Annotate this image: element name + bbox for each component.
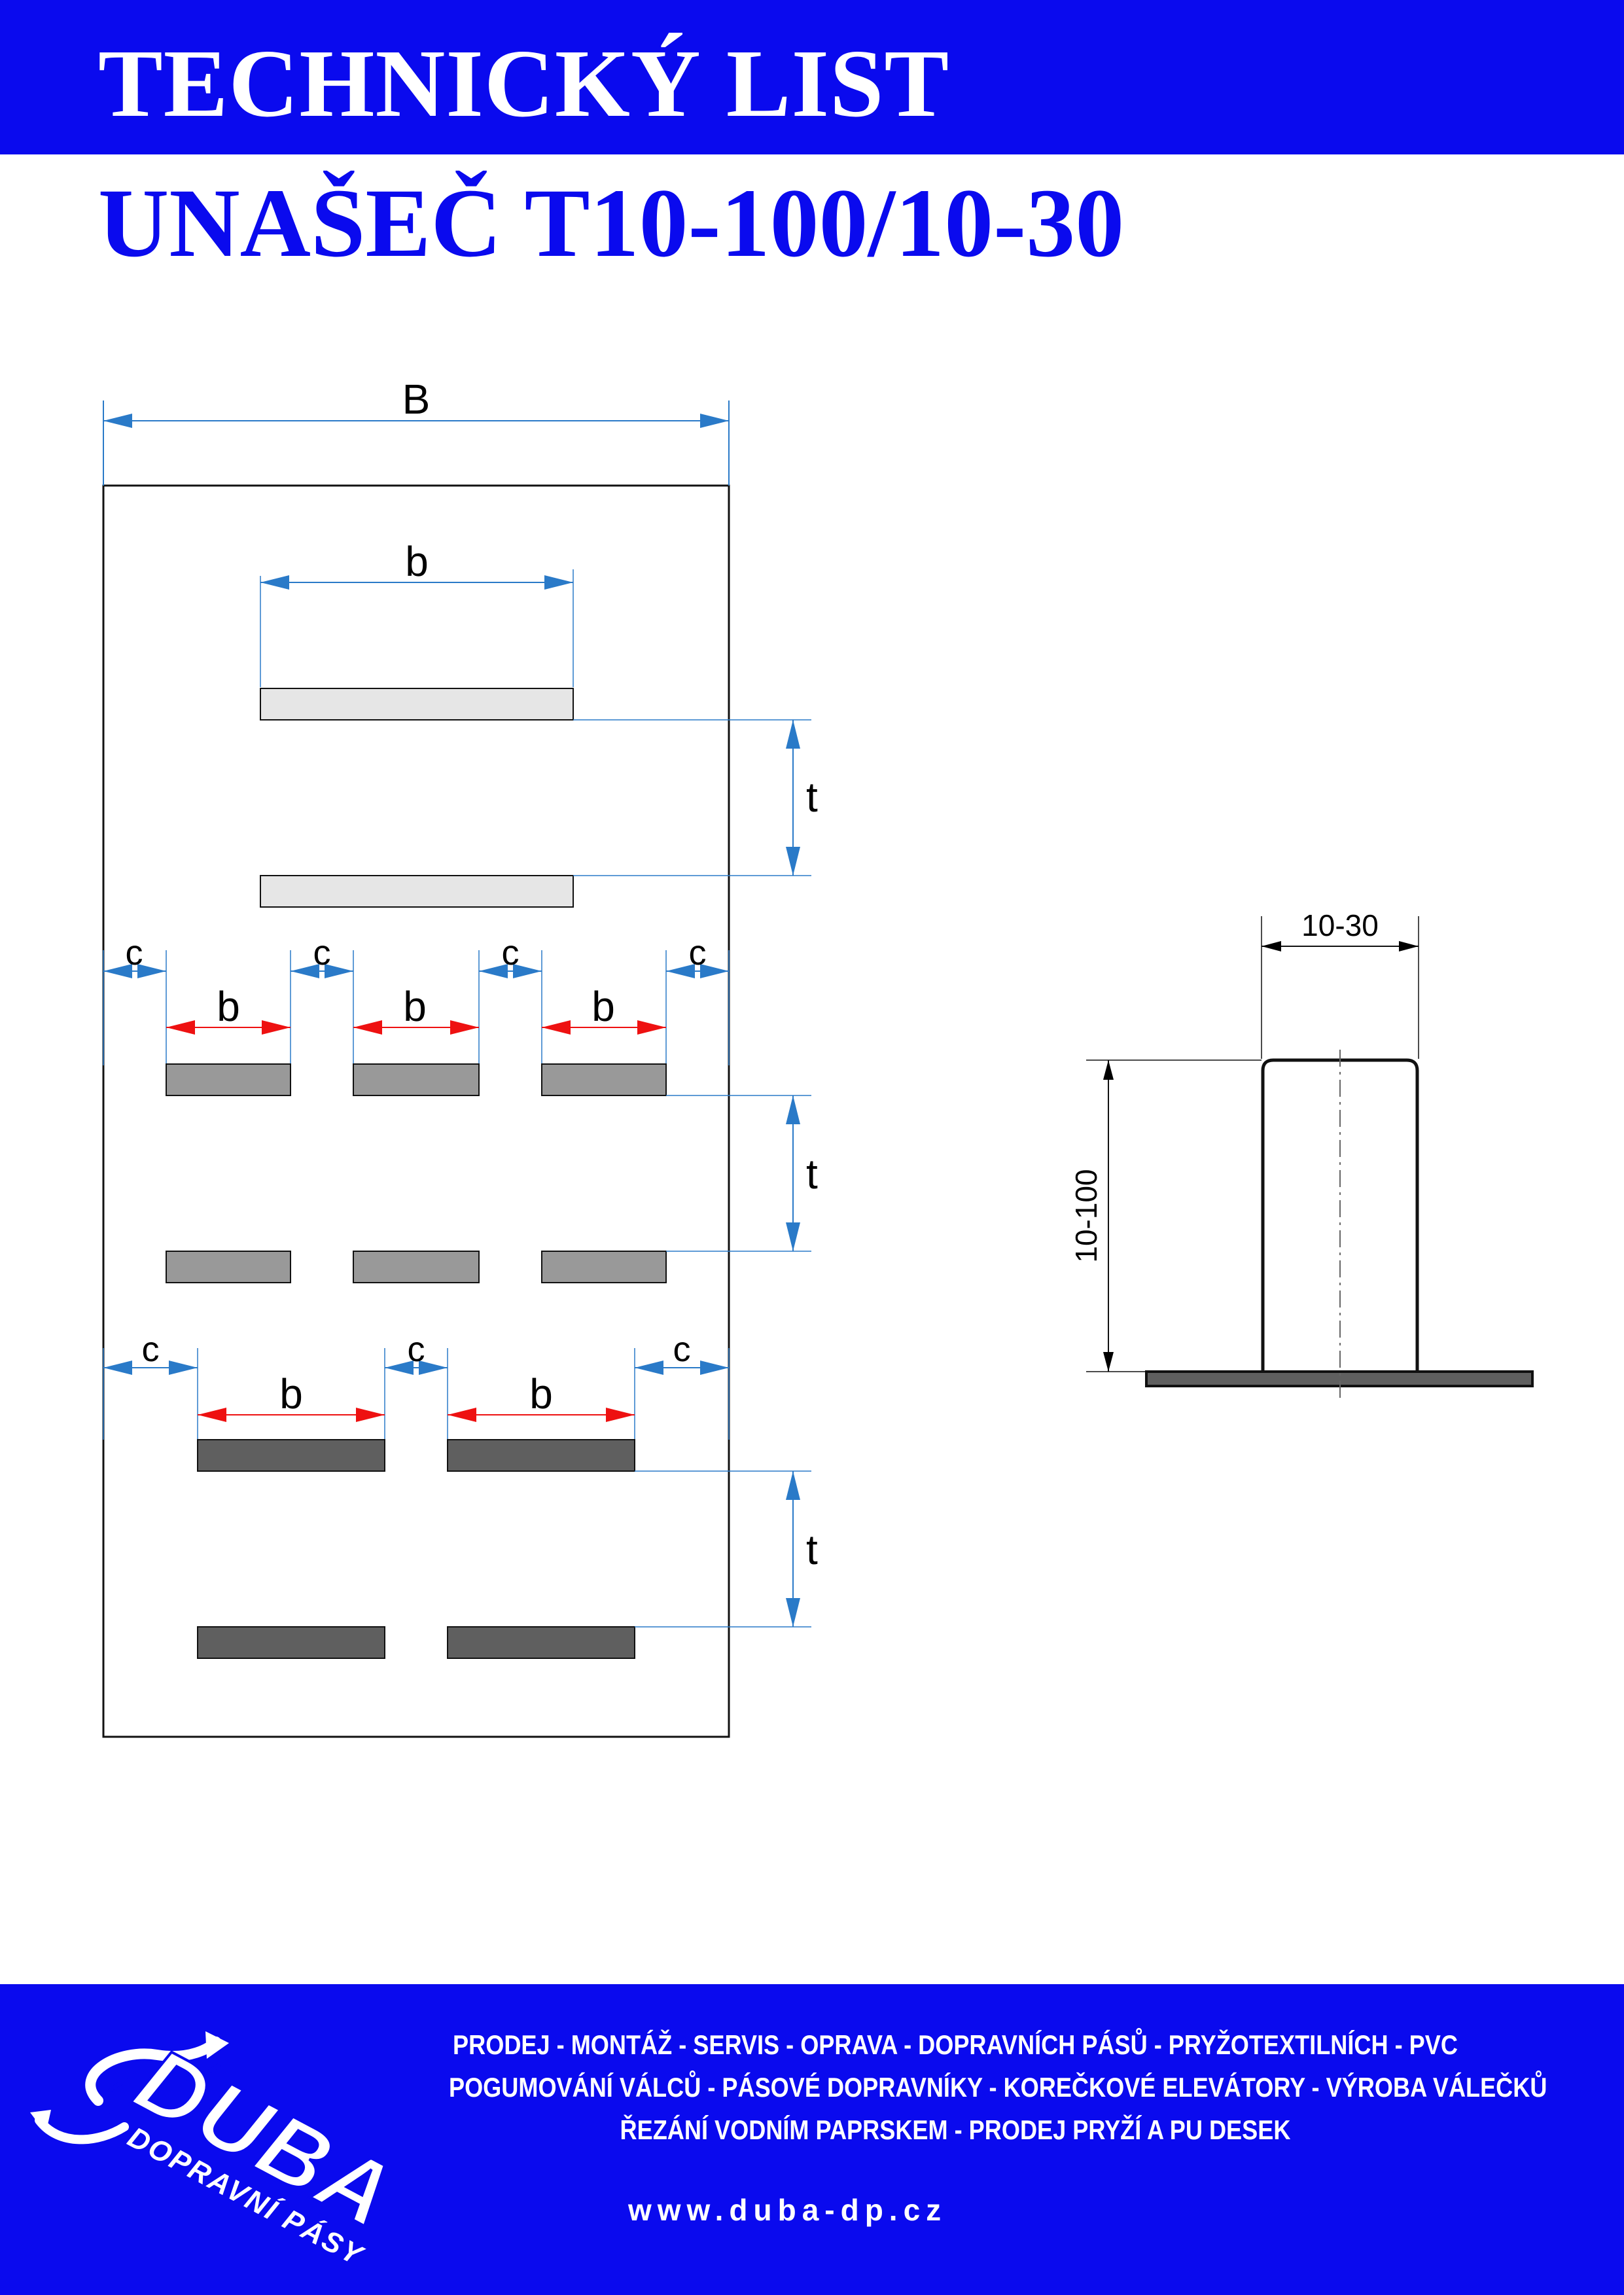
- label-c-2c: c: [502, 933, 520, 972]
- label-side-width: 10-30: [1301, 908, 1379, 942]
- label-b-3a: b: [279, 1370, 303, 1417]
- cleat-medium-bottom-1: [166, 1251, 291, 1283]
- cleat-light-bottom: [260, 875, 574, 908]
- label-c-2a: c: [126, 933, 143, 972]
- label-c-3c: c: [673, 1330, 691, 1369]
- product-title: UNAŠEČ T10-100/10-30: [98, 169, 1125, 277]
- label-B: B: [402, 376, 431, 423]
- services-line-1: PRODEJ - MONTÁŽ - SERVIS - OPRAVA - DOPR…: [453, 2029, 1458, 2060]
- services-list: PRODEJ - MONTÁŽ - SERVIS - OPRAVA - DOPR…: [366, 2023, 1547, 2151]
- label-b-2c: b: [591, 983, 615, 1030]
- label-t-3: t: [806, 1526, 818, 1573]
- label-side-height: 10-100: [1069, 1169, 1103, 1262]
- cleat-medium-bottom-2: [353, 1251, 480, 1283]
- footer-band: [0, 1984, 1624, 2295]
- header-title: TECHNICKÝ LIST: [98, 30, 950, 137]
- label-b-2b: b: [403, 983, 427, 1030]
- cleat-dark-top-2: [447, 1439, 635, 1472]
- label-c-3a: c: [142, 1330, 160, 1369]
- cleat-medium-bottom-3: [541, 1251, 667, 1283]
- side-view: 10-30 10-100: [1069, 908, 1534, 1400]
- label-b-1: b: [405, 538, 429, 585]
- cleat-dark-top-1: [197, 1439, 385, 1472]
- label-t-1: t: [806, 774, 818, 821]
- services-line-2: POGUMOVÁNÍ VÁLCŮ - PÁSOVÉ DOPRAVNÍKY - K…: [449, 2072, 1547, 2103]
- label-t-2: t: [806, 1150, 818, 1198]
- label-c-2b: c: [313, 933, 331, 972]
- website-link[interactable]: www.duba-dp.cz: [628, 2193, 947, 2227]
- cleat-light-top: [260, 688, 574, 721]
- services-line-3: ŘEZÁNÍ VODNÍM PAPRSKEM - PRODEJ PRYŽÍ A …: [620, 2114, 1291, 2145]
- cleat-dark-bottom-1: [197, 1626, 385, 1659]
- label-b-3b: b: [529, 1370, 553, 1417]
- label-b-2a: b: [217, 983, 240, 1030]
- section-2: c c c c b b b t: [103, 933, 818, 1283]
- label-c-2d: c: [689, 933, 707, 972]
- section-3: c c c b b t: [103, 1330, 818, 1659]
- cleat-medium-top-3: [541, 1063, 667, 1096]
- section-1: b t: [260, 538, 818, 908]
- cleat-dark-bottom-2: [447, 1626, 635, 1659]
- belt-outline: [102, 484, 730, 1738]
- cleat-medium-top-1: [166, 1063, 291, 1096]
- dimension-B: B: [103, 376, 730, 486]
- label-c-3b: c: [408, 1330, 425, 1369]
- header-band: [0, 0, 1624, 154]
- cleat-medium-top-2: [353, 1063, 480, 1096]
- duba-logo: DUBA DOPRAVNÍ PÁSY: [30, 2027, 413, 2272]
